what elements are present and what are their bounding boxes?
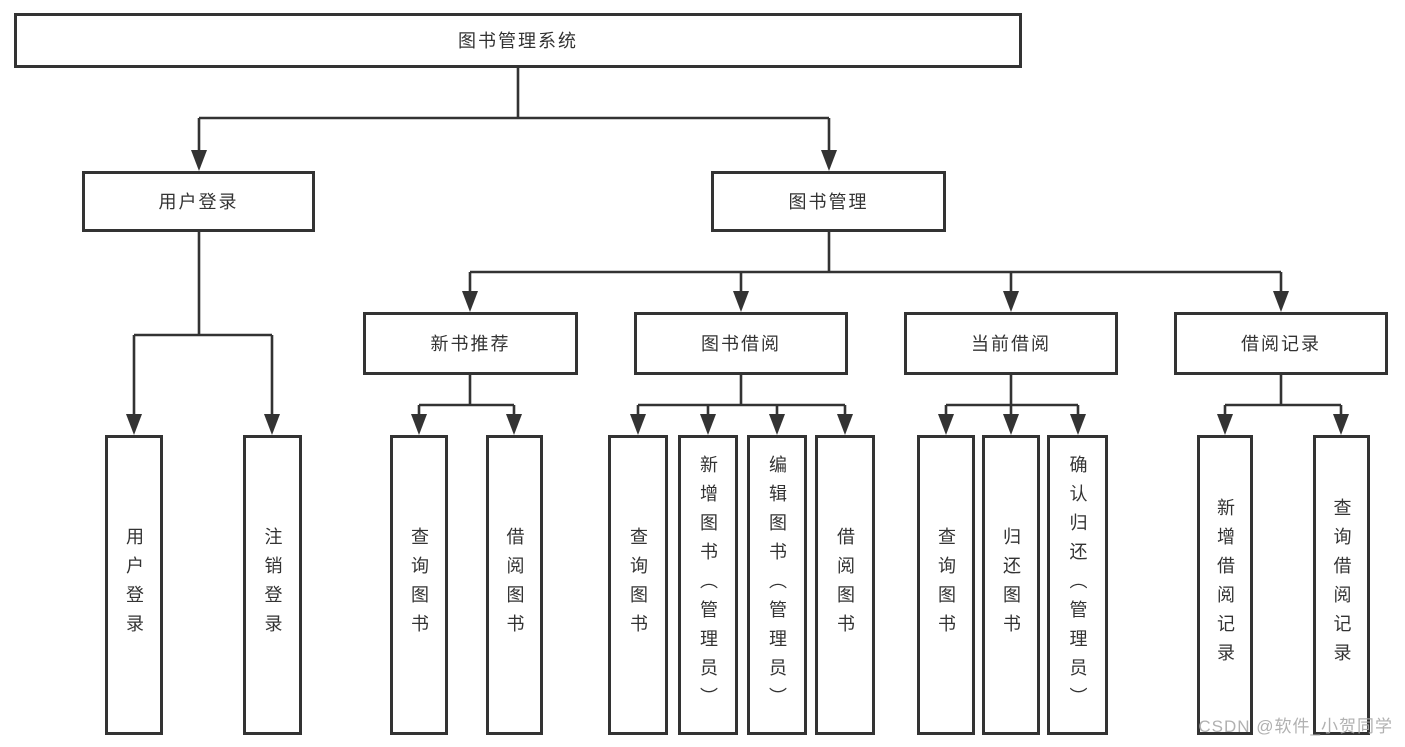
leaf-label: 编辑图书（管理员） xyxy=(767,454,787,716)
node-book-management: 图书管理 xyxy=(711,171,946,232)
leaf-query-books: 查询图书 xyxy=(917,435,975,735)
leaf-borrow-books: 借阅图书 xyxy=(815,435,875,735)
leaf-label: 查询图书 xyxy=(628,527,648,643)
leaf-label: 新增借阅记录 xyxy=(1215,498,1235,672)
node-book-borrowing: 图书借阅 xyxy=(634,312,848,375)
leaf-query-borrow-record: 查询借阅记录 xyxy=(1313,435,1370,735)
node-label: 新书推荐 xyxy=(430,333,511,354)
node-user-login: 用户登录 xyxy=(82,171,315,232)
node-label: 借阅记录 xyxy=(1241,333,1321,354)
leaf-label: 归还图书 xyxy=(1001,527,1021,643)
node-label: 图书管理 xyxy=(788,191,869,212)
leaf-confirm-return-admin: 确认归还（管理员） xyxy=(1047,435,1108,735)
csdn-watermark: CSDN @软件_小贺同学 xyxy=(1198,717,1393,736)
node-new-book-recommendation: 新书推荐 xyxy=(363,312,578,375)
leaf-label: 借阅图书 xyxy=(835,527,855,643)
leaf-user-login: 用户登录 xyxy=(105,435,163,735)
node-borrowing-records: 借阅记录 xyxy=(1174,312,1388,375)
leaf-label: 注销登录 xyxy=(262,527,283,643)
leaf-label: 查询借阅记录 xyxy=(1331,498,1352,672)
node-current-borrowing: 当前借阅 xyxy=(904,312,1118,375)
node-label: 图书管理系统 xyxy=(458,30,578,51)
leaf-label: 查询图书 xyxy=(936,527,956,643)
node-library-management-system: 图书管理系统 xyxy=(14,13,1022,68)
leaf-add-borrow-record: 新增借阅记录 xyxy=(1197,435,1253,735)
leaf-label: 查询图书 xyxy=(409,527,429,643)
arrowheads xyxy=(126,150,1349,435)
leaf-query-books: 查询图书 xyxy=(390,435,448,735)
node-label: 图书借阅 xyxy=(701,333,781,354)
leaf-borrow-books: 借阅图书 xyxy=(486,435,543,735)
leaf-return-books: 归还图书 xyxy=(982,435,1040,735)
leaf-add-book-admin: 新增图书（管理员） xyxy=(678,435,738,735)
node-label: 用户登录 xyxy=(158,191,239,212)
leaf-label: 借阅图书 xyxy=(504,527,525,643)
leaf-logout: 注销登录 xyxy=(243,435,302,735)
node-label: 当前借阅 xyxy=(971,333,1051,354)
leaf-label: 新增图书（管理员） xyxy=(698,454,718,716)
leaf-label: 用户登录 xyxy=(124,527,144,643)
leaf-label: 确认归还（管理员） xyxy=(1067,454,1088,716)
leaf-query-books: 查询图书 xyxy=(608,435,668,735)
leaf-edit-book-admin: 编辑图书（管理员） xyxy=(747,435,807,735)
